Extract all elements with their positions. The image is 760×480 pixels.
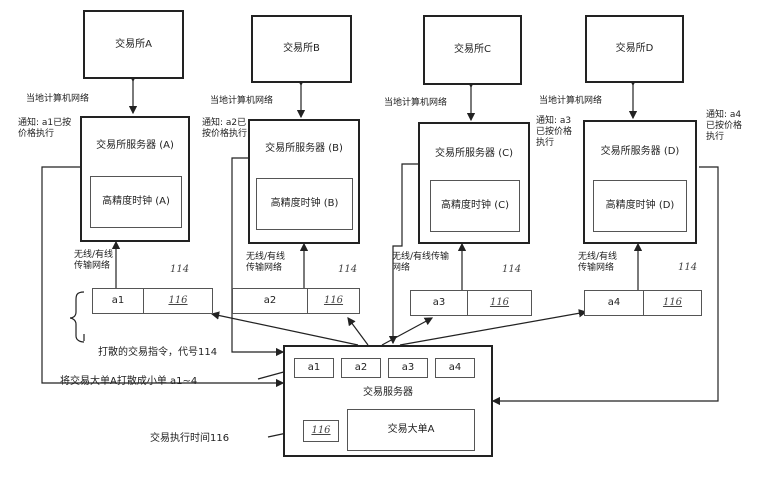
notify-loop-c: [388, 163, 418, 345]
exchange-server-c: 交易所服务器 (C) 高精度时钟 (C): [418, 122, 530, 244]
exchange-a-name: 交易所A: [115, 38, 152, 50]
exchange-b-name: 交易所B: [283, 43, 320, 54]
annotation-split: 将交易大单A打散成小单 a1~4: [60, 376, 198, 387]
big-order-box: 交易大单A: [347, 409, 475, 451]
notice-label-c: 通知: a3已按价格执行: [536, 116, 573, 148]
arrow-diag-a: [210, 311, 359, 346]
ref-114-b: 114: [338, 264, 358, 275]
notice-label-d: 通知: a4已按价格执行: [706, 110, 743, 142]
notice-label-b: 通知: a2已按价格执行: [202, 118, 248, 139]
clock-b: 高精度时钟 (B): [256, 178, 353, 230]
ref-114-d: 114: [678, 262, 698, 273]
bracket-scattered: [69, 291, 85, 343]
order-part-cell-b: a2: [232, 288, 308, 314]
link-label-c: 无线/有线传输网络: [392, 252, 450, 273]
trading-time: 116: [311, 425, 331, 436]
arrow-diag-d: [399, 309, 588, 346]
notify-loop-b: [231, 157, 285, 357]
big-order-label: 交易大单A: [387, 424, 435, 435]
network-label-c: 当地计算机网络: [384, 98, 448, 108]
order-part-c: a3: [432, 297, 446, 308]
annotation-scattered: 打散的交易指令，代号114: [98, 347, 218, 358]
annotation-exec-time: 交易执行时间116: [150, 433, 230, 444]
clock-a-label: 高精度时钟 (A): [102, 196, 170, 207]
order-time-c: 116: [489, 297, 510, 308]
trading-server: a1 a2 a3 a4 交易服务器 116 交易大单A: [283, 345, 493, 457]
notify-loop-d: [491, 166, 719, 406]
trading-part-cell-a2: a2: [341, 358, 381, 378]
network-label-a: 当地计算机网络: [26, 94, 90, 104]
order-row-a: a1 116: [92, 288, 213, 314]
exchange-server-a: 交易所服务器 (A) 高精度时钟 (A): [80, 116, 190, 242]
exchange-server-d: 交易所服务器 (D) 高精度时钟 (D): [583, 120, 697, 244]
order-part-cell-a: a1: [92, 288, 144, 314]
clock-d-label: 高精度时钟 (D): [605, 200, 675, 211]
exchange-a-box: 交易所A: [83, 10, 184, 79]
link-label-b: 无线/有线传输网络: [246, 252, 286, 273]
order-time-cell-a: 116: [143, 288, 213, 314]
order-row-d: a4 116: [584, 290, 702, 316]
exchange-c-name: 交易所C: [454, 44, 491, 55]
exchange-b-box: 交易所B: [251, 15, 352, 83]
order-time-cell-b: 116: [307, 288, 360, 314]
trading-part-cell-a4: a4: [435, 358, 475, 378]
order-part-cell-d: a4: [584, 290, 644, 316]
notify-loop-a: [41, 166, 285, 388]
clock-b-label: 高精度时钟 (B): [270, 198, 339, 209]
trading-part-a1: a1: [307, 362, 321, 373]
exchange-d-name: 交易所D: [615, 43, 654, 54]
order-row-c: a3 116: [410, 290, 532, 316]
order-part-a: a1: [111, 295, 125, 306]
trading-part-a3: a3: [401, 362, 415, 373]
notice-label-a: 通知: a1已按价格执行: [18, 118, 72, 139]
trading-part-cell-a3: a3: [388, 358, 428, 378]
clock-c-label: 高精度时钟 (C): [441, 200, 509, 211]
exchange-server-d-title: 交易所服务器 (D): [600, 146, 680, 157]
order-time-a: 116: [168, 295, 188, 306]
link-label-a: 无线/有线传输网络: [74, 250, 114, 271]
network-label-d: 当地计算机网络: [539, 96, 603, 106]
order-time-cell-c: 116: [467, 290, 532, 316]
arrow-diag-b: [347, 317, 369, 346]
order-time-cell-d: 116: [643, 290, 702, 316]
exchange-server-a-title: 交易所服务器 (A): [96, 140, 174, 151]
exchange-server-b: 交易所服务器 (B) 高精度时钟 (B): [248, 119, 360, 244]
ref-114-a: 114: [170, 264, 190, 275]
trading-part-a2: a2: [354, 362, 368, 373]
clock-a: 高精度时钟 (A): [90, 176, 182, 228]
order-part-d: a4: [607, 297, 621, 308]
trading-part-a4: a4: [448, 362, 462, 373]
exchange-server-c-title: 交易所服务器 (C): [435, 148, 513, 159]
clock-c: 高精度时钟 (C): [430, 180, 520, 232]
order-row-b: a2 116: [232, 288, 360, 314]
link-label-d: 无线/有线传输网络: [578, 252, 618, 273]
order-time-b: 116: [323, 295, 344, 306]
clock-d: 高精度时钟 (D): [593, 180, 687, 232]
exchange-c-box: 交易所C: [423, 15, 522, 85]
trading-server-title: 交易服务器: [363, 387, 413, 398]
order-part-cell-c: a3: [410, 290, 468, 316]
order-part-b: a2: [263, 295, 277, 306]
order-time-d: 116: [662, 297, 683, 308]
exchange-server-b-title: 交易所服务器 (B): [265, 143, 343, 154]
ref-114-c: 114: [502, 264, 522, 275]
trading-part-cell-a1: a1: [294, 358, 334, 378]
network-label-b: 当地计算机网络: [210, 96, 274, 106]
exchange-d-box: 交易所D: [585, 15, 684, 83]
trading-time-cell: 116: [303, 420, 339, 442]
